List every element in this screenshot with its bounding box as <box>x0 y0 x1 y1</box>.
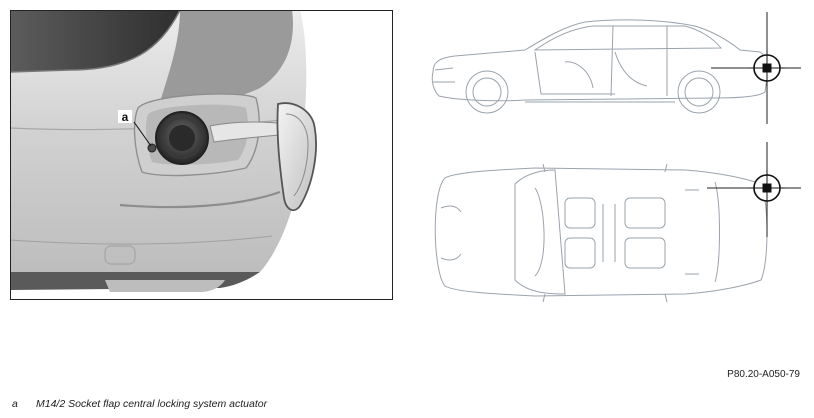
vehicle-location-views <box>431 12 801 303</box>
callout-letter: a <box>122 110 129 124</box>
charging-socket-icon <box>155 111 209 165</box>
socket-flap-photo: a <box>10 10 393 300</box>
legend-key: a <box>12 398 18 410</box>
crosshair-marker-icon <box>749 50 785 86</box>
figure-reference-code: P80.20-A050-79 <box>727 369 800 380</box>
top-view-drawing <box>434 163 768 303</box>
legend-text: M14/2 Socket flap central locking system… <box>36 398 268 410</box>
figure-legend: a M14/2 Socket flap central locking syste… <box>12 398 267 410</box>
crosshair-marker-icon <box>749 170 785 206</box>
side-view-drawing <box>431 19 769 114</box>
